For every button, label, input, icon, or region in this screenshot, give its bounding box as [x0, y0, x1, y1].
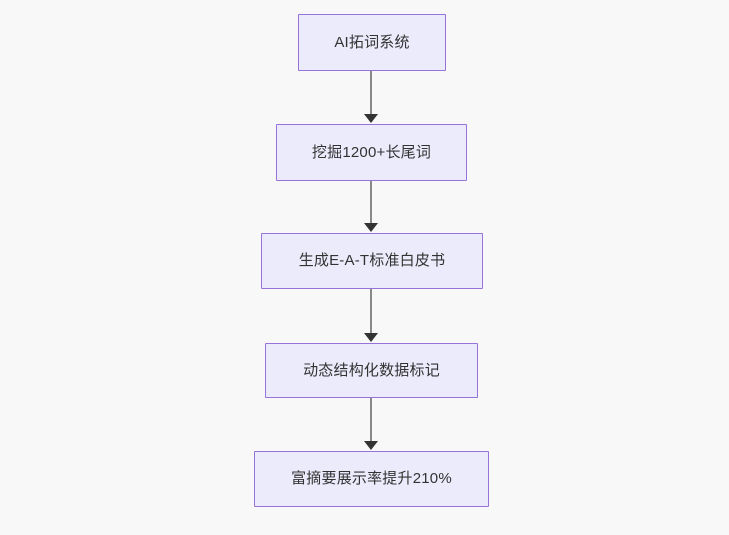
flow-node-rich-snippet-impression-uplift[interactable]: 富摘要展示率提升210% — [254, 451, 489, 507]
flow-edge-n2-n3 — [370, 289, 372, 336]
flow-node-label: 动态结构化数据标记 — [303, 361, 440, 379]
flow-edge-n3-n4 — [370, 398, 372, 444]
flow-node-label: 挖掘1200+长尾词 — [311, 143, 432, 161]
flow-node-mine-longtail-keywords[interactable]: 挖掘1200+长尾词 — [276, 124, 467, 181]
flow-node-label: 生成E-A-T标准白皮书 — [298, 252, 446, 269]
flow-node-label: AI拓词系统 — [334, 33, 410, 51]
flow-edge-n1-n2 — [370, 181, 372, 226]
flow-edge-n0-n1 — [370, 71, 372, 117]
arrow-down-icon — [364, 114, 378, 123]
arrow-down-icon — [364, 223, 378, 232]
arrow-down-icon — [364, 441, 378, 450]
arrow-down-icon — [364, 333, 378, 342]
flow-node-label: 富摘要展示率提升210% — [291, 470, 452, 487]
flow-node-ai-keyword-system[interactable]: AI拓词系统 — [298, 14, 446, 71]
flow-node-generate-eat-whitepaper[interactable]: 生成E-A-T标准白皮书 — [261, 233, 483, 289]
flow-node-dynamic-structured-data-markup[interactable]: 动态结构化数据标记 — [265, 343, 478, 398]
